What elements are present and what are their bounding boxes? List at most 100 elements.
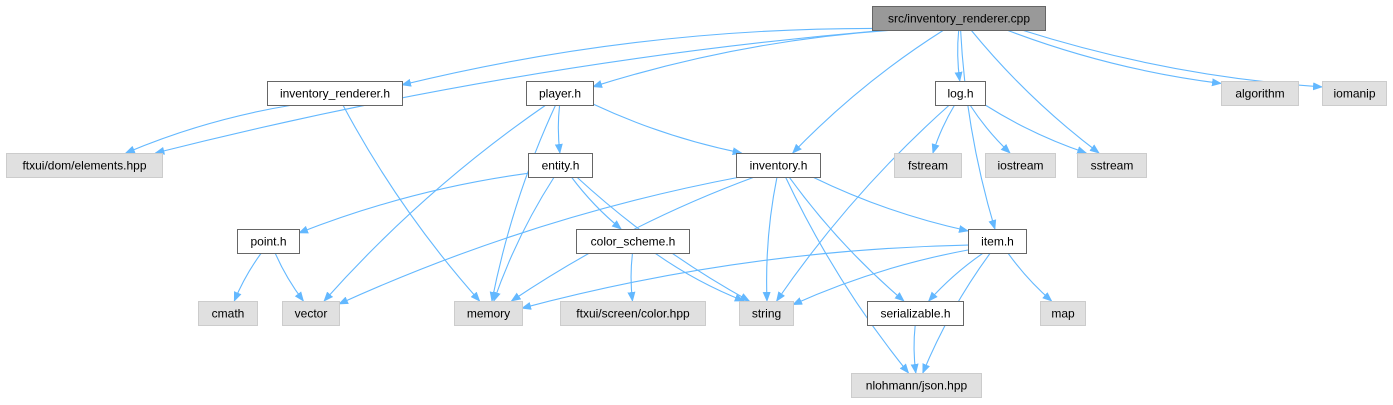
- node-box: [1221, 81, 1299, 106]
- node-memory: memory: [454, 301, 523, 326]
- node-cmath: cmath: [198, 301, 258, 326]
- node-label: inventory_renderer.h: [280, 87, 390, 101]
- node-map: map: [1040, 301, 1086, 326]
- node-box: [528, 153, 593, 178]
- edge-item_h-to-serializable_h: [928, 252, 984, 302]
- edge-entity_h-to-point_h: [298, 172, 529, 234]
- edge-entity_h-to-color_scheme_h: [570, 176, 622, 230]
- node-entity-h[interactable]: entity.h: [528, 153, 593, 178]
- node-label: src/inventory_renderer.cpp: [888, 12, 1030, 26]
- edge-log_h-to-sstream: [984, 104, 1088, 154]
- edge-point_h-to-vector: [274, 252, 305, 302]
- edge-player_h-to-memory: [489, 104, 557, 302]
- edge-inventory_renderer_h-to-ftxui_elements: [124, 104, 293, 154]
- node-label: fstream: [908, 159, 948, 173]
- node-label: color_scheme.h: [591, 235, 676, 249]
- node-box: [454, 301, 523, 326]
- node-label: item.h: [981, 235, 1014, 249]
- node-color-scheme-h[interactable]: color_scheme.h: [576, 229, 690, 254]
- node-algorithm: algorithm: [1221, 81, 1299, 106]
- node-log-h[interactable]: log.h: [935, 81, 986, 106]
- node-label: inventory.h: [750, 159, 808, 173]
- edge-root-to-sstream: [970, 29, 1100, 154]
- edge-root-to-iomanip: [1021, 29, 1323, 91]
- nodes-layer: src/inventory_renderer.cpp inventory_rend…: [6, 6, 1387, 398]
- node-label: memory: [467, 307, 510, 321]
- node-ftxui-color: ftxui/screen/color.hpp: [560, 301, 706, 326]
- node-label: point.h: [250, 235, 286, 249]
- node-inventory-renderer-h[interactable]: inventory_renderer.h: [267, 81, 403, 106]
- node-box: [198, 301, 258, 326]
- edge-point_h-to-cmath: [233, 252, 262, 302]
- node-label: entity.h: [542, 159, 580, 173]
- node-player-h[interactable]: player.h: [526, 81, 594, 106]
- node-inventory-h[interactable]: inventory.h: [736, 153, 821, 178]
- node-label: ftxui/screen/color.hpp: [576, 307, 690, 321]
- edge-inventory_h-to-item_h: [812, 176, 969, 233]
- edge-item_h-to-string: [792, 249, 969, 306]
- edge-item_h-to-map: [1007, 252, 1053, 302]
- edge-serializable_h-to-json: [910, 324, 919, 374]
- node-label: iomanip: [1333, 87, 1375, 101]
- node-label: cmath: [212, 307, 245, 321]
- node-label: sstream: [1091, 159, 1134, 173]
- node-box: [282, 301, 340, 326]
- edge-color_scheme_h-to-string: [654, 252, 745, 302]
- node-label: iostream: [997, 159, 1043, 173]
- node-vector: vector: [282, 301, 340, 326]
- edge-item_h-to-memory: [521, 244, 969, 310]
- node-fstream: fstream: [894, 153, 962, 178]
- node-box: [867, 301, 964, 326]
- node-box: [576, 229, 690, 254]
- node-box: [736, 153, 821, 178]
- node-box: [1040, 301, 1086, 326]
- node-sstream: sstream: [1077, 153, 1147, 178]
- node-ftxui-elements: ftxui/dom/elements.hpp: [6, 153, 163, 178]
- edge-log_h-to-fstream: [931, 104, 956, 154]
- node-json: nlohmann/json.hpp: [851, 373, 982, 398]
- node-label: player.h: [539, 87, 581, 101]
- node-label: vector: [295, 307, 328, 321]
- node-box: [985, 153, 1056, 178]
- edge-entity_h-to-memory: [492, 176, 555, 302]
- edge-root-to-item_h: [960, 29, 997, 230]
- node-serializable-h[interactable]: serializable.h: [867, 301, 964, 326]
- node-box: [560, 301, 706, 326]
- node-string: string: [739, 301, 794, 326]
- node-box: [6, 153, 163, 178]
- node-label: algorithm: [1235, 87, 1284, 101]
- edge-inventory_renderer_h-to-memory: [342, 104, 481, 302]
- node-box: [1077, 153, 1147, 178]
- edge-player_h-to-vector: [323, 104, 547, 302]
- node-label: log.h: [947, 87, 973, 101]
- node-box: [851, 373, 982, 398]
- node-iostream: iostream: [985, 153, 1056, 178]
- node-item-h[interactable]: item.h: [968, 229, 1027, 254]
- node-box: [237, 229, 300, 254]
- node-label: serializable.h: [880, 307, 950, 321]
- edge-log_h-to-string: [776, 104, 950, 302]
- node-box: [1322, 81, 1387, 106]
- node-point-h[interactable]: point.h: [237, 229, 300, 254]
- edge-inventory_h-to-serializable_h: [788, 176, 905, 302]
- node-box: [739, 301, 794, 326]
- edge-player_h-to-inventory_h: [592, 103, 743, 156]
- node-box: [526, 81, 594, 106]
- edge-root-to-inventory_h: [792, 29, 945, 154]
- edge-root-to-inventory_renderer_h: [401, 27, 873, 87]
- edge-inventory_h-to-string: [762, 176, 778, 302]
- node-iomanip: iomanip: [1322, 81, 1387, 106]
- node-label: string: [752, 307, 781, 321]
- edge-player_h-to-entity_h: [554, 104, 563, 154]
- edge-log_h-to-iostream: [969, 104, 1011, 154]
- edge-inventory_h-to-json: [785, 176, 910, 374]
- node-box: [267, 81, 403, 106]
- edge-root-to-algorithm: [1006, 29, 1222, 87]
- node-box: [968, 229, 1027, 254]
- node-root[interactable]: src/inventory_renderer.cpp: [872, 6, 1046, 31]
- node-box: [872, 6, 1046, 31]
- edge-color_scheme_h-to-ftxui_color: [627, 252, 636, 302]
- node-label: nlohmann/json.hpp: [866, 379, 968, 393]
- node-box: [935, 81, 986, 106]
